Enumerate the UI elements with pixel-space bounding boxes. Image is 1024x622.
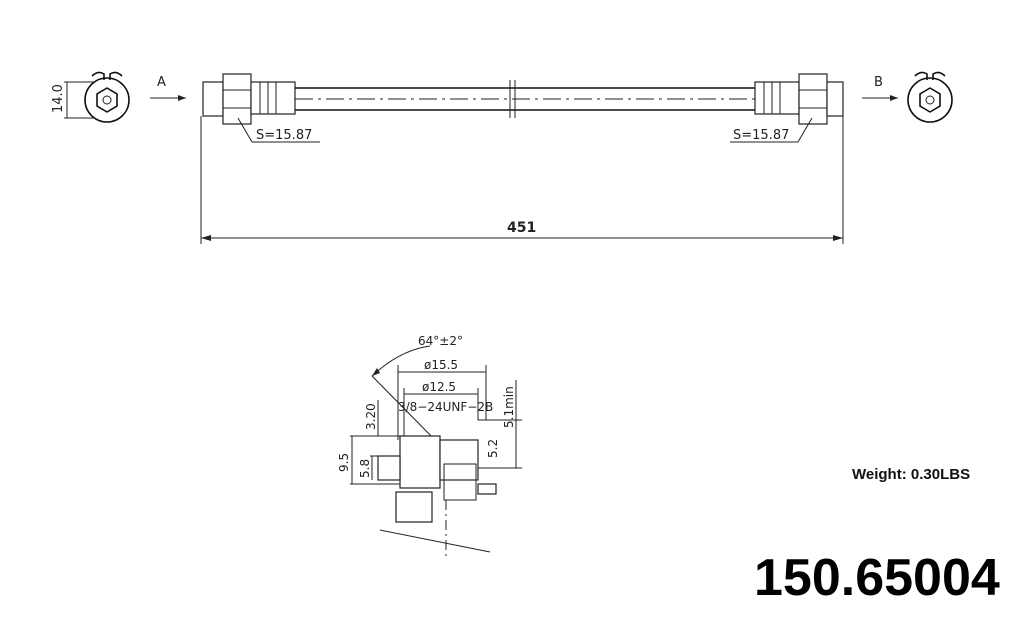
port-detail-section <box>350 345 522 560</box>
right-hex-size: S=15.87 <box>733 128 789 143</box>
thread-label: 3/8−24UNF−2B <box>398 400 493 414</box>
depth-label: 5.1min <box>502 386 516 428</box>
left-hex-size: S=15.87 <box>256 128 312 143</box>
view-b-label: B <box>874 75 883 90</box>
weight-label: Weight: 0.30LBS <box>852 466 971 483</box>
part-number: 150.65004 <box>754 549 1000 607</box>
angle-label: 64°±2° <box>418 334 463 348</box>
dim-95-label: 9.5 <box>337 453 351 472</box>
end-view-b <box>907 71 953 123</box>
view-a-label: A <box>157 75 166 90</box>
dia-outer-label: ø15.5 <box>424 358 458 372</box>
end-view-a: 14.0 <box>51 71 130 123</box>
dia-inner-label: ø12.5 <box>422 380 456 394</box>
dim-320-label: 3.20 <box>364 403 378 430</box>
hose-assembly <box>202 73 844 125</box>
overall-length-label: 451 <box>507 220 536 236</box>
end-height-label: 14.0 <box>51 84 66 113</box>
overall-length-dimension <box>200 116 844 244</box>
dim-52-label: 5.2 <box>486 439 500 458</box>
dim-58-label: 5.8 <box>358 459 372 478</box>
